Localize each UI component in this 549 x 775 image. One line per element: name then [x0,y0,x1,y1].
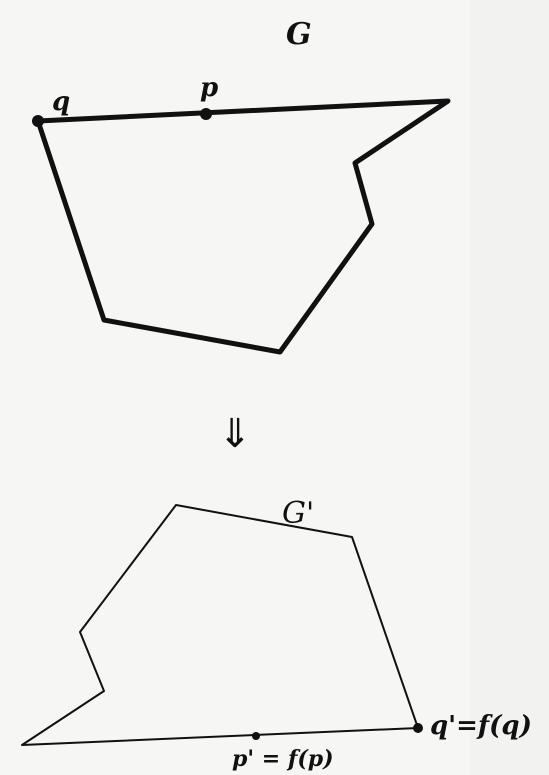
bottom-figure: G' p' = f(p) q'=f(q) [21,496,532,772]
label-p-prime: p' = f(p) [232,746,334,772]
top-figure: G q p [32,17,451,355]
point-p-prime [252,732,260,740]
polygon-g [35,98,451,355]
label-p: p [200,73,218,103]
point-q-prime [413,723,423,733]
polygon-g-prime [21,504,419,746]
label-q-prime: q'=f(q) [430,711,532,741]
paper-shadow [470,0,549,775]
point-p [200,108,212,120]
top-figure-title: G [286,17,312,52]
down-double-arrow-icon: ⇓ [218,411,252,457]
label-q: q [52,87,70,117]
point-q [32,115,44,127]
